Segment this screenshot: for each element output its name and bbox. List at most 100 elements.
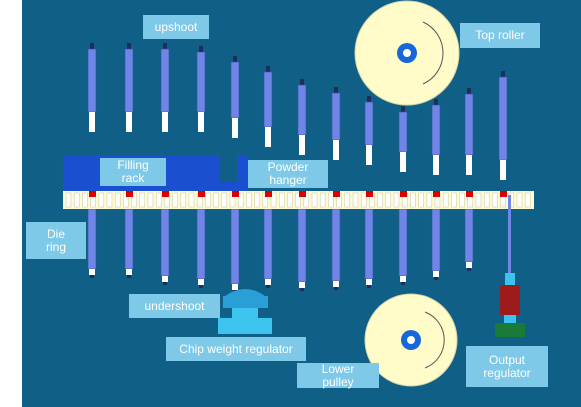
die-ring-segment xyxy=(451,192,457,208)
lower-punch-tip xyxy=(265,279,271,285)
chip-weight-regulator-plate xyxy=(223,296,268,308)
filling-rack-label: Filling rack xyxy=(100,158,166,186)
upper-punch-body xyxy=(297,84,307,136)
lower-punch-body xyxy=(398,208,408,277)
upper-punch-tip xyxy=(198,112,204,132)
lower-punch-foot xyxy=(367,285,371,288)
upper-punch-body xyxy=(331,92,341,141)
lower-punch-foot xyxy=(199,285,203,288)
die-ring-segment xyxy=(295,192,301,208)
top-roller-axle xyxy=(403,49,411,57)
upper-punch-tip xyxy=(162,112,168,132)
die-ring-segment xyxy=(131,192,137,208)
die-ring-segment xyxy=(303,192,310,208)
lower-punch-tip xyxy=(232,284,238,290)
upper-punch-head xyxy=(367,96,371,102)
output-regulator-rod xyxy=(508,195,511,285)
die-ring-segment xyxy=(82,192,88,208)
lower-punch-body xyxy=(196,208,206,280)
upper-punch-head xyxy=(334,87,338,93)
die-hole-filled xyxy=(299,191,306,197)
upper-punch-head xyxy=(501,71,505,77)
lower-punch-body xyxy=(263,208,273,280)
die-hole-filled xyxy=(366,191,373,197)
lower-punch-tip xyxy=(162,276,168,282)
die-ring-segment xyxy=(287,192,293,208)
die-ring-segment xyxy=(237,192,244,208)
lower-punch-tip xyxy=(400,276,406,282)
die-ring-segment xyxy=(410,192,416,208)
powder-hanger-post xyxy=(237,155,247,191)
die-ring-segment xyxy=(328,192,334,208)
die-ring-segment xyxy=(360,192,367,208)
upper-punch-body xyxy=(431,104,441,156)
die-ring-segment xyxy=(426,192,433,208)
lower-punch-foot xyxy=(163,282,167,285)
die-ring-segment xyxy=(483,192,490,208)
die-ring-segment xyxy=(172,192,178,208)
upper-punches xyxy=(87,43,508,180)
upper-punch-tip xyxy=(400,152,406,172)
upper-punch-head xyxy=(300,79,304,85)
die-ring xyxy=(63,191,534,209)
die-hole-filled xyxy=(89,191,96,197)
output-regulator-label: Output regulator xyxy=(466,346,548,387)
die-hole-filled xyxy=(500,191,507,197)
die-ring-segment xyxy=(516,192,523,208)
lower-punches xyxy=(87,208,474,293)
die-hole-filled xyxy=(162,191,169,197)
lower-punch-tip xyxy=(198,279,204,285)
die-ring-segment xyxy=(205,192,211,208)
upper-punch-head xyxy=(434,99,438,105)
output-regulator-neck xyxy=(504,315,516,323)
die-ring-segment xyxy=(106,192,113,208)
upper-punch-head xyxy=(266,66,270,72)
die-ring-segment xyxy=(155,192,162,208)
chip-weight-regulator-cap xyxy=(225,289,265,296)
die-ring-segment xyxy=(492,192,498,208)
filling-rack-lip xyxy=(219,182,237,191)
upper-punch-head xyxy=(467,88,471,94)
output-regulator-top xyxy=(505,273,515,285)
lower-punch-body xyxy=(431,208,441,272)
undershoot-label: undershoot xyxy=(129,294,220,318)
lower-punch-body xyxy=(331,208,341,282)
die-hole-filled xyxy=(232,191,239,197)
lower-pulley-groove xyxy=(424,311,445,369)
upper-punch-tip xyxy=(232,118,238,138)
upper-punch-tip xyxy=(333,140,339,160)
die-hole-filled xyxy=(126,191,133,197)
lower-punch-foot xyxy=(467,268,471,271)
die-ring-segment xyxy=(475,192,482,208)
die-ring-segment xyxy=(254,192,260,208)
lower-punch-tip xyxy=(299,282,305,288)
output-regulator-base xyxy=(495,323,525,337)
powder-hanger-label: Powder hanger xyxy=(248,160,328,188)
lower-punch-body xyxy=(230,208,240,285)
die-ring-segment xyxy=(221,192,228,208)
die-ring-segment xyxy=(418,192,424,208)
upper-punch-tip xyxy=(89,112,95,132)
output-regulator xyxy=(495,195,525,337)
upper-punch-head xyxy=(199,46,203,52)
chip-weight-regulator-stem xyxy=(232,308,258,318)
lower-punch-foot xyxy=(334,287,338,290)
die-ring-segment xyxy=(377,192,383,208)
die-ring-segment xyxy=(352,192,359,208)
die-hole-filled xyxy=(198,191,205,197)
lower-punch-body xyxy=(124,208,134,270)
die-hole-filled xyxy=(333,191,340,197)
upper-punch-body xyxy=(124,48,134,113)
die-ring-segment xyxy=(278,192,285,208)
die-ring-segment xyxy=(442,192,449,208)
lower-punch-tip xyxy=(466,262,472,268)
die-ring-segment xyxy=(213,192,219,208)
die-ring-segment xyxy=(524,192,531,208)
upper-punch-head xyxy=(233,56,237,62)
lower-punch-foot xyxy=(401,282,405,285)
upper-punch-body xyxy=(196,51,206,113)
upper-punch-body xyxy=(398,111,408,153)
top-roller xyxy=(354,0,460,106)
top-roller-groove xyxy=(422,21,444,85)
upper-punch-tip xyxy=(500,160,506,180)
